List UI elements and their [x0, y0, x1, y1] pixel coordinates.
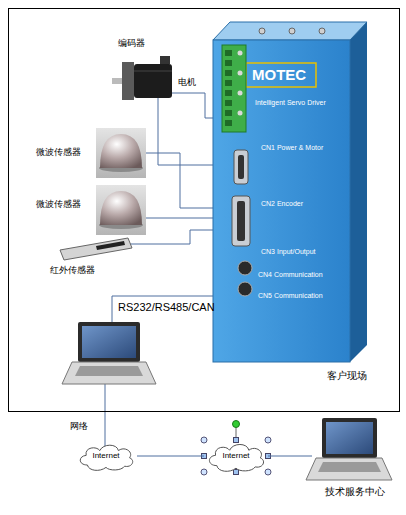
node-text: MOTEC — [252, 66, 306, 83]
terminal-block — [225, 50, 232, 56]
laptop — [75, 366, 143, 376]
terminal-block — [238, 111, 243, 116]
node-text: Intelligent Servo Driver — [255, 99, 326, 107]
servo-driver-body — [259, 28, 265, 34]
node-text: Internet — [92, 451, 119, 460]
part-label: 电机 — [178, 77, 196, 87]
servo-driver-body — [246, 63, 316, 87]
laptop — [306, 458, 392, 480]
connector — [232, 150, 252, 296]
wire — [105, 384, 106, 447]
selection-handles — [201, 437, 207, 443]
node-text: CN1 Power & Motor — [261, 144, 323, 152]
network-label: 网络 — [70, 421, 88, 431]
site-boundary: 客户现场 MOTEC Intelligent Servo DriverCN1 Pow… — [8, 8, 400, 412]
laptop — [62, 362, 156, 384]
servo-motor — [160, 56, 170, 64]
selection-handles — [234, 470, 239, 475]
terminal-block — [225, 90, 232, 96]
internet-cloud: Internet — [204, 440, 268, 472]
selection-handles — [233, 421, 240, 428]
terminal-block — [225, 60, 232, 66]
connector — [238, 155, 244, 179]
selection-handles — [265, 437, 271, 443]
connector — [232, 196, 250, 246]
connector — [238, 282, 252, 296]
node-text: 技术服务中心 — [312, 486, 398, 498]
laptop — [318, 462, 381, 472]
servo-driver-body — [350, 22, 367, 362]
service-center: 技术服务中心 — [312, 416, 398, 504]
laptop — [78, 322, 140, 362]
terminal-block — [222, 45, 246, 132]
microwave-sensor — [100, 191, 142, 225]
part-label: 微波传感器 — [36, 147, 81, 157]
terminal-block — [225, 110, 232, 116]
node-text: CN3 Input/Output — [261, 248, 315, 256]
laptop — [62, 322, 392, 480]
part-label: 编码器 — [118, 38, 145, 48]
connector — [234, 150, 248, 184]
servo-motor — [134, 71, 172, 72]
laptop — [82, 326, 136, 358]
selection-handles — [201, 469, 207, 475]
network-link — [268, 456, 312, 457]
node-text: 客户现场 — [327, 370, 367, 382]
servo-motor — [112, 56, 172, 100]
selection-handles — [201, 421, 271, 476]
terminal-block — [225, 100, 232, 106]
servo-motor — [122, 62, 134, 100]
infrared-sensor — [60, 238, 132, 260]
infrared-sensor — [60, 238, 132, 260]
connector — [238, 261, 252, 275]
node-text: CN5 Communication — [258, 292, 323, 300]
internet-cloud: Internet — [75, 441, 137, 471]
selection-handles — [234, 438, 239, 443]
terminal-block — [238, 71, 243, 76]
connector — [237, 201, 245, 241]
cloud-shape — [209, 444, 263, 471]
node-text: CN4 Communication — [258, 271, 323, 279]
servo-driver-body — [319, 28, 325, 34]
servo-driver-body — [213, 40, 350, 362]
node-text: CN2 Encoder — [261, 200, 303, 208]
servo-driver-body — [289, 28, 295, 34]
network-link — [137, 456, 204, 457]
servo-motor — [134, 64, 172, 98]
terminal-block — [238, 91, 243, 96]
microwave-sensor — [100, 134, 142, 168]
servo-driver-body — [213, 22, 367, 362]
terminal-block — [222, 45, 246, 132]
part-label: 红外传感器 — [50, 265, 95, 275]
microwave-sensor — [96, 128, 146, 235]
node-text: Internet — [222, 451, 249, 460]
cloud-shape — [80, 445, 132, 470]
terminal-block — [225, 120, 232, 126]
servo-driver: MOTEC Intelligent Servo DriverCN1 Power &… — [213, 40, 350, 362]
terminal-block — [225, 80, 232, 86]
selection-handles — [265, 469, 271, 475]
infrared-sensor — [96, 241, 125, 250]
terminal-block — [225, 70, 232, 76]
laptop — [322, 418, 377, 458]
microwave-sensor — [96, 185, 146, 235]
microwave-sensor — [96, 128, 146, 178]
signal-label: RS232/RS485/CAN — [118, 301, 215, 314]
part-label: 微波传感器 — [36, 199, 81, 209]
servo-driver-body — [213, 22, 367, 40]
terminal-block — [238, 51, 243, 56]
laptop — [326, 422, 373, 454]
